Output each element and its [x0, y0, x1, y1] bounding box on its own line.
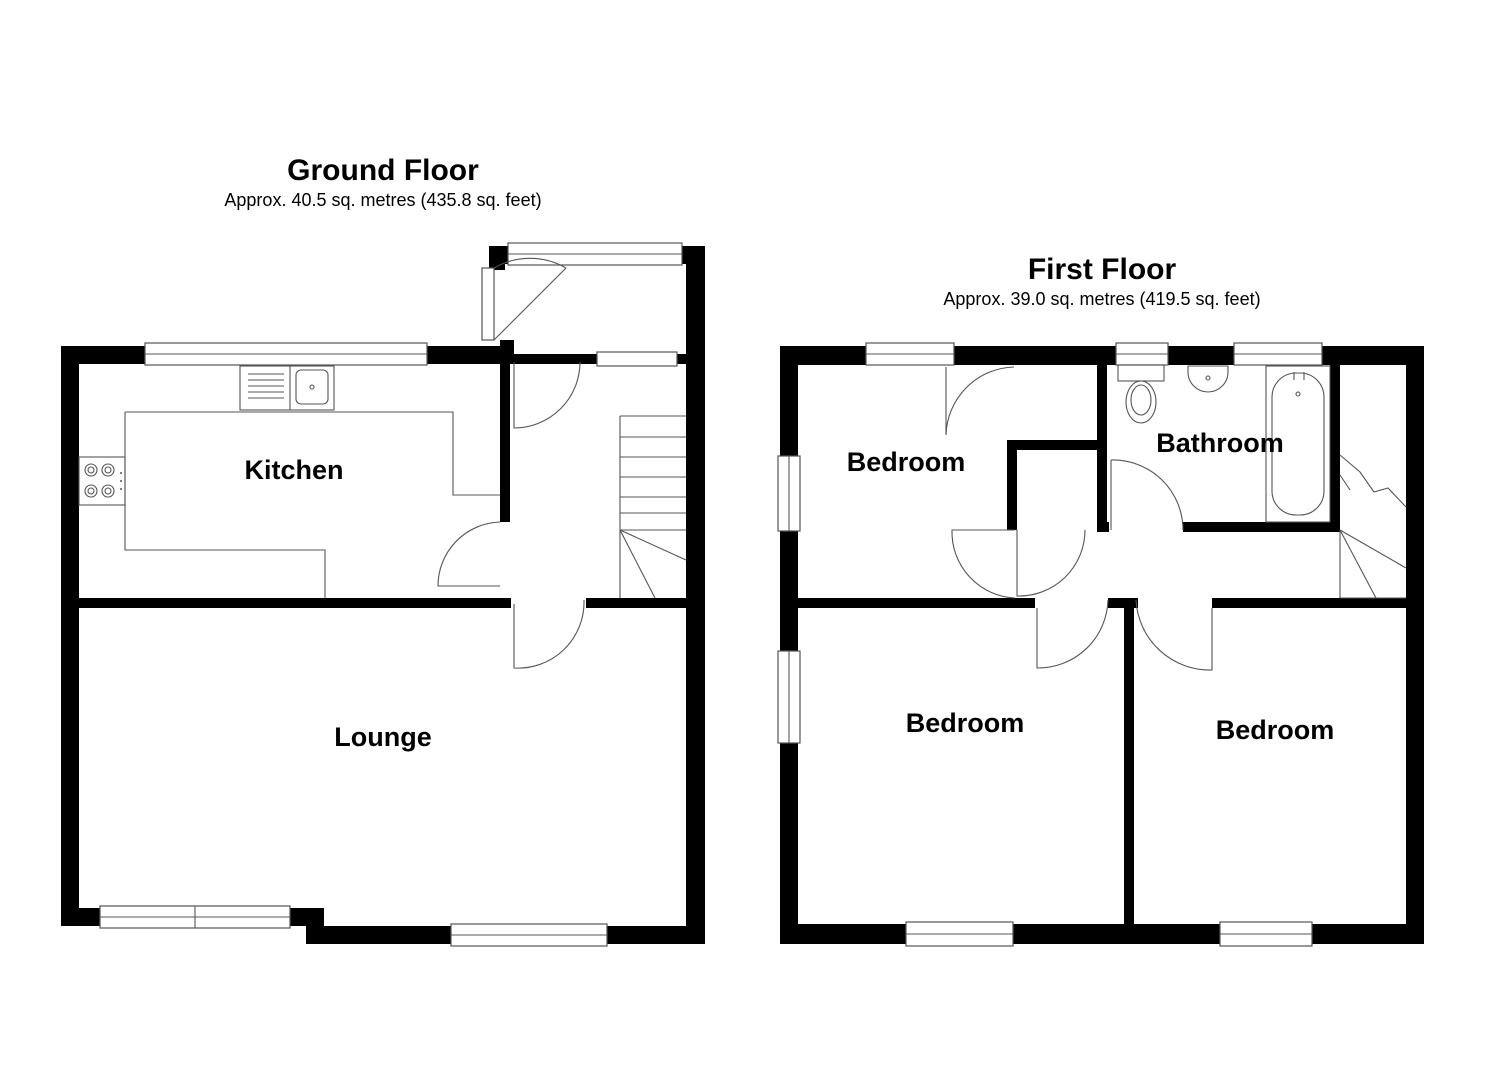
- hob-icon: [78, 456, 126, 506]
- room-label-bedroom-3: Bedroom: [1216, 715, 1335, 745]
- drainer-lines: [248, 373, 284, 399]
- kitchen-fittings: [78, 365, 500, 598]
- ground-floor-area: Approx. 40.5 sq. metres (435.8 sq. feet): [224, 190, 541, 210]
- first-floor-walls: [780, 346, 1424, 944]
- ground-floor-doors: [437, 257, 585, 669]
- room-label-bedroom-2: Bedroom: [906, 708, 1025, 738]
- ground-floor-plan: Ground Floor Approx. 40.5 sq. metres (43…: [61, 154, 705, 947]
- room-label-bedroom-1: Bedroom: [847, 447, 966, 477]
- room-label-lounge: Lounge: [334, 722, 431, 752]
- first-floor-stairs: [1339, 454, 1407, 599]
- first-floor-area: Approx. 39.0 sq. metres (419.5 sq. feet): [943, 289, 1260, 309]
- first-floor-title: First Floor: [1028, 253, 1177, 286]
- hall-window: [596, 351, 678, 367]
- basin-icon: [1187, 365, 1229, 393]
- ground-floor-stairs: [619, 415, 687, 599]
- ground-floor-windows: [99, 242, 683, 947]
- bath-icon: [1265, 365, 1331, 523]
- room-label-kitchen: Kitchen: [244, 455, 343, 485]
- front-door: [481, 267, 495, 341]
- bathroom-fittings: [1117, 364, 1331, 523]
- room-label-bathroom: Bathroom: [1156, 428, 1284, 458]
- first-floor-windows: [777, 342, 1323, 947]
- toilet-cistern: [1117, 364, 1165, 382]
- first-floor-doors: [945, 366, 1213, 671]
- ground-floor-title: Ground Floor: [287, 154, 479, 187]
- first-floor-plan: First Floor Approx. 39.0 sq. metres (419…: [777, 253, 1424, 947]
- toilet-icon: [1125, 380, 1157, 424]
- sink-icon: [239, 365, 335, 411]
